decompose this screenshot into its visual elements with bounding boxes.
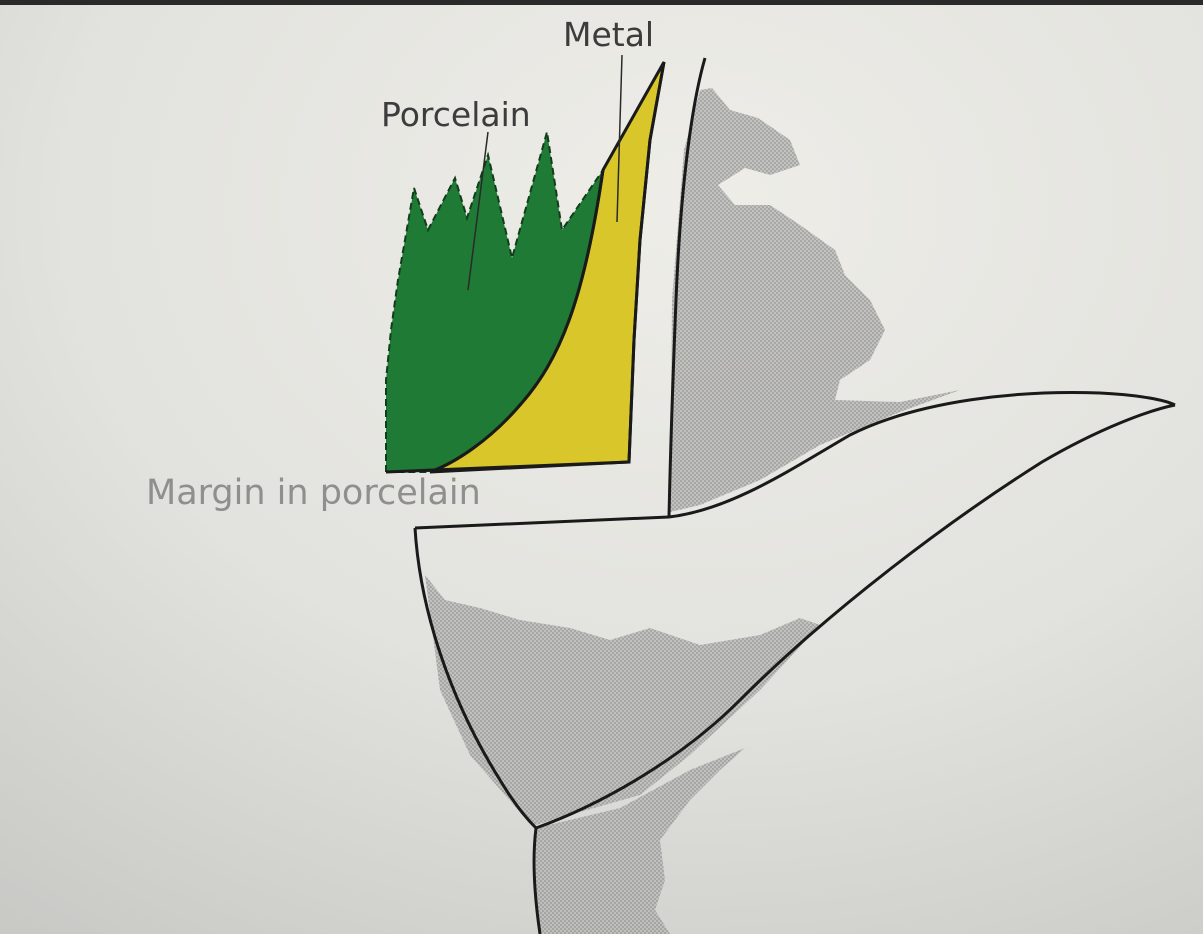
metal-label: Metal (563, 18, 654, 51)
top-dark-edge (0, 0, 1203, 5)
porcelain-label: Porcelain (381, 98, 531, 131)
margin-in-porcelain-label: Margin in porcelain (146, 476, 481, 511)
